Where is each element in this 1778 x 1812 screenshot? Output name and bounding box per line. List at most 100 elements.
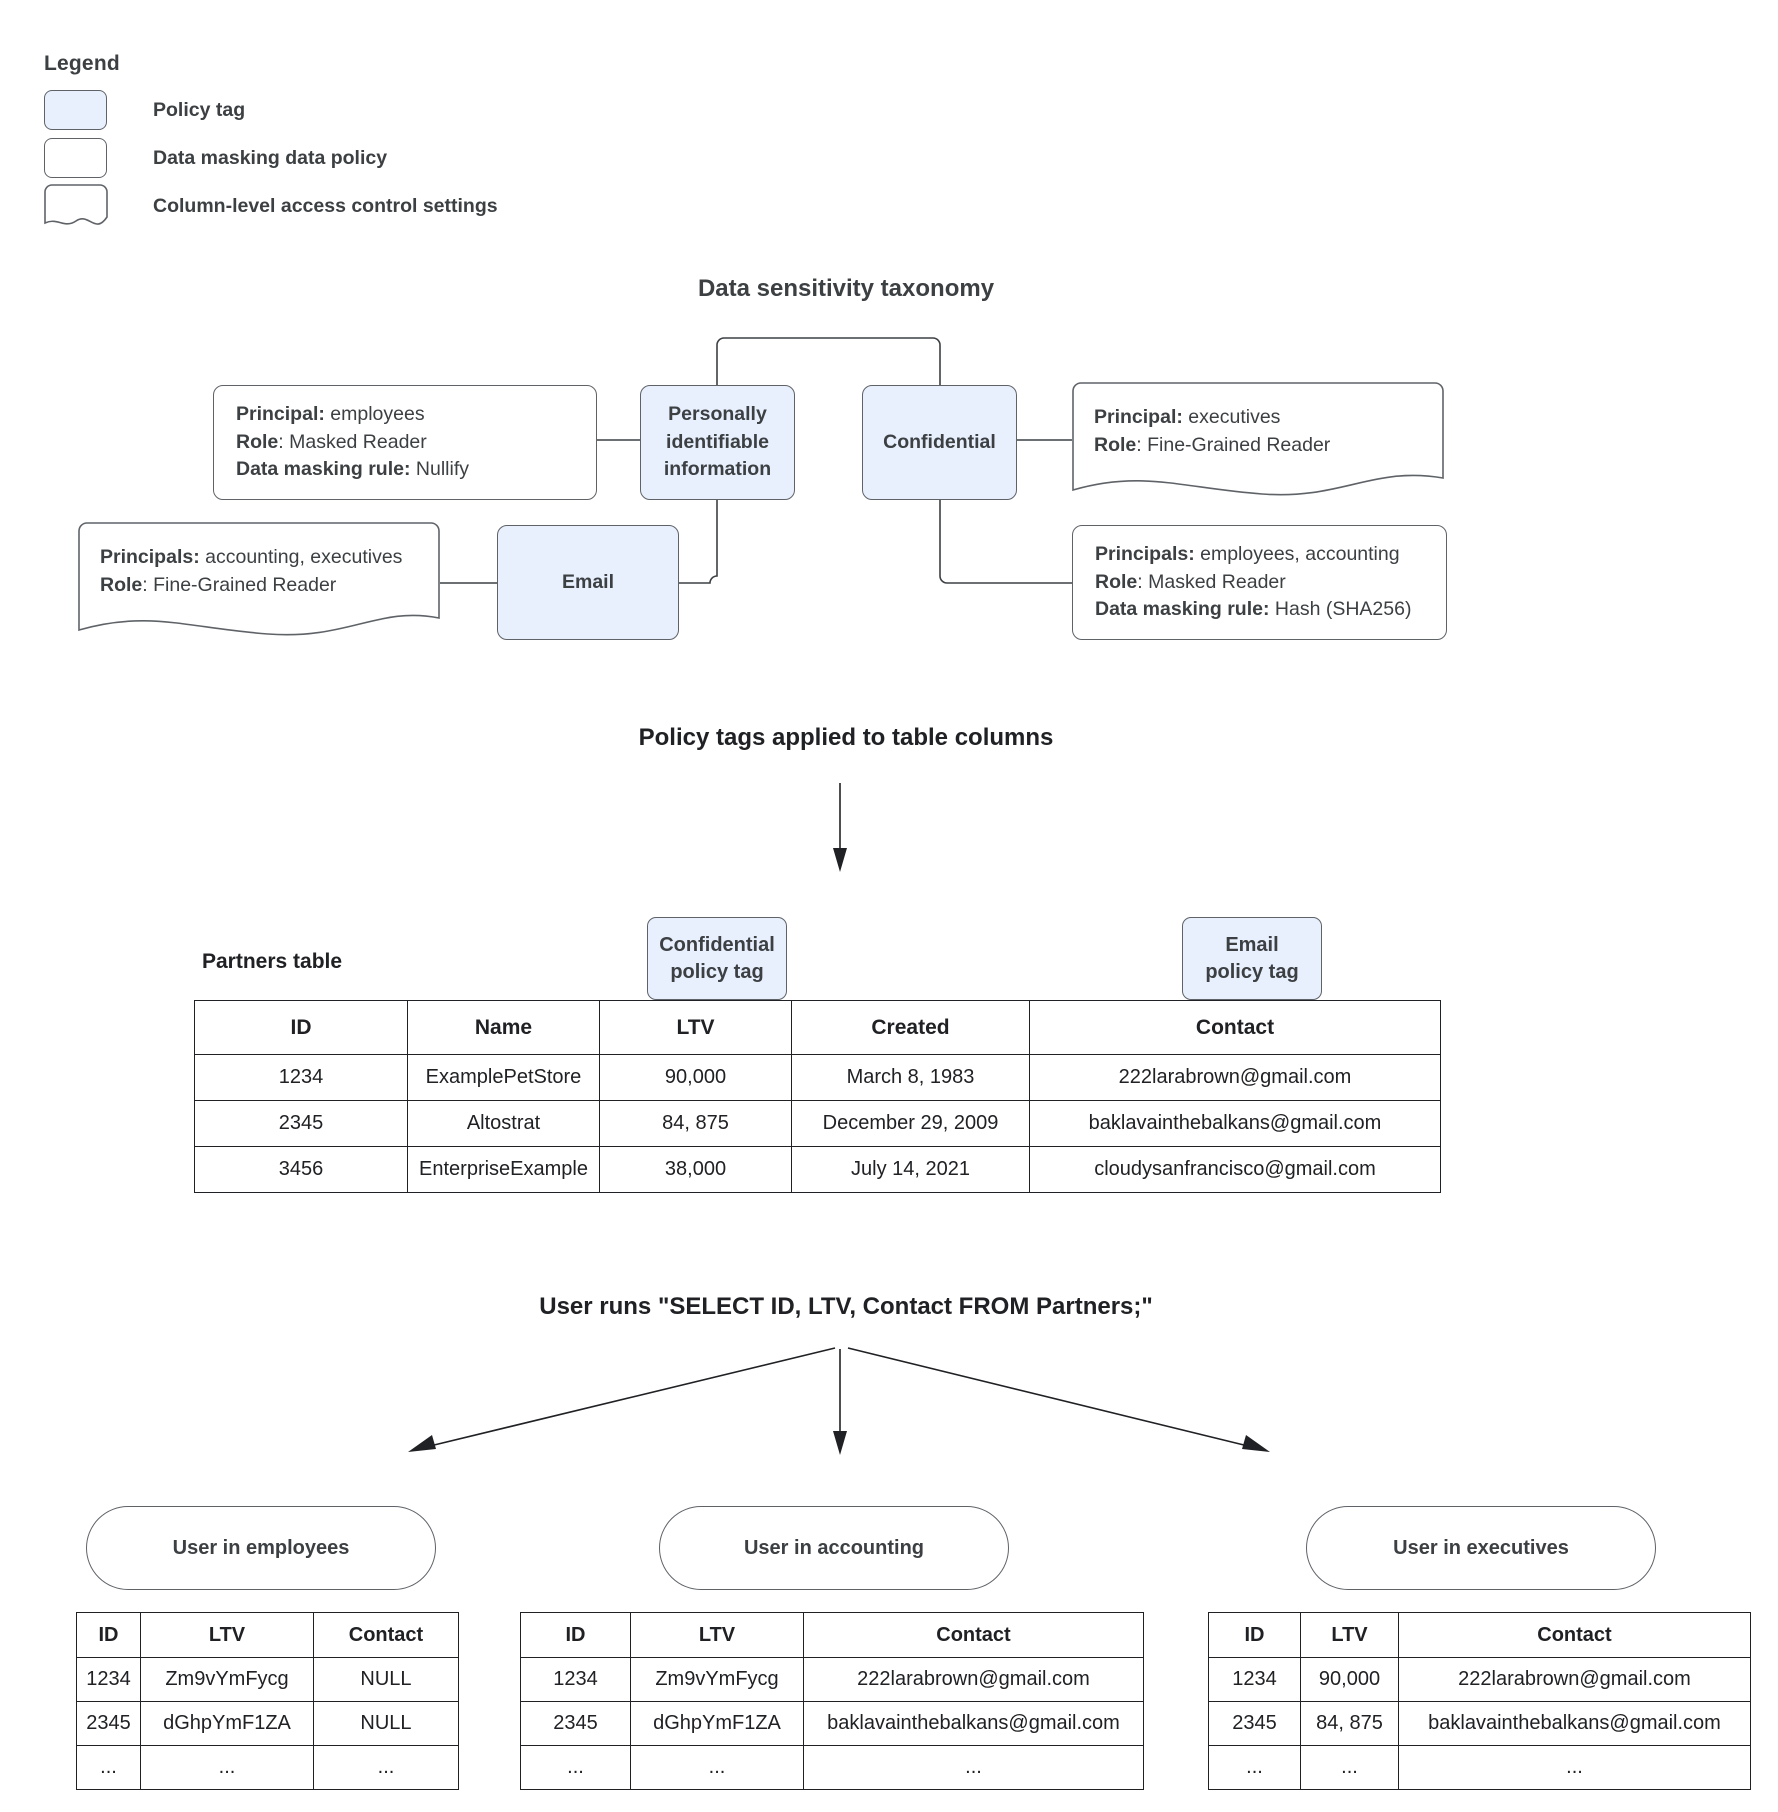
- cell-contact: baklavainthebalkans@gmail.com: [803, 1701, 1144, 1746]
- cell-ltv: Zm9vYmFycg: [630, 1657, 804, 1702]
- cell-id: 2345: [520, 1701, 631, 1746]
- legend: Legend Policy tag Data masking data poli…: [44, 52, 664, 230]
- persona-employees-label: User in employees: [172, 1536, 350, 1559]
- email-access-role-label: Role: [100, 573, 143, 596]
- cell-contact: NULL: [313, 1657, 459, 1702]
- cell-ltv: 84, 875: [599, 1100, 792, 1147]
- cell-id: 1234: [1208, 1657, 1301, 1702]
- taxonomy-title: Data sensitivity taxonomy: [697, 275, 995, 302]
- column-header-contact: Contact: [1398, 1612, 1751, 1658]
- table-header-row: ID LTV Contact: [1208, 1612, 1751, 1658]
- cell-id: 2345: [1208, 1701, 1301, 1746]
- column-policy-tag-email-line1: Email: [1225, 933, 1279, 956]
- cell-id: ...: [76, 1745, 141, 1790]
- pii-role-label: Role: [236, 430, 279, 453]
- cell-created: December 29, 2009: [791, 1100, 1030, 1147]
- cell-id: 2345: [76, 1701, 141, 1746]
- conf-access-role-label: Role: [1094, 433, 1137, 456]
- table-header-row: ID LTV Contact: [76, 1612, 459, 1658]
- cell-id: 1234: [76, 1657, 141, 1702]
- conf-access-principal-value: executives: [1188, 406, 1281, 428]
- partners-table: ID Name LTV Created Contact 1234 Example…: [194, 1000, 1441, 1193]
- email-access-role-value: Fine-Grained Reader: [153, 573, 337, 596]
- conf-principal-label: Principals:: [1095, 542, 1195, 565]
- column-policy-tag-confidential-line1: Confidential: [659, 933, 775, 956]
- policy-tag-pii[interactable]: Personally identifiable information: [640, 385, 795, 500]
- cell-id: ...: [1208, 1745, 1301, 1790]
- conf-role-value: Masked Reader: [1148, 570, 1286, 593]
- table-row: 2345 84, 875 baklavainthebalkans@gmail.c…: [1208, 1701, 1751, 1746]
- table-row: 1234 Zm9vYmFycg NULL: [76, 1657, 459, 1702]
- access-control-email[interactable]: Principals: accounting, executives Role:…: [78, 522, 440, 646]
- table-row: ... ... ...: [520, 1745, 1144, 1790]
- legend-swatch-policy-tag: [44, 90, 107, 130]
- legend-label-column-access-control: Column-level access control settings: [153, 194, 498, 217]
- table-row: 1234 Zm9vYmFycg 222larabrown@gmail.com: [520, 1657, 1144, 1702]
- column-header-contact: Contact: [1029, 1000, 1441, 1055]
- access-control-confidential[interactable]: Principal: executives Role: Fine-Grained…: [1072, 382, 1444, 506]
- legend-item-column-access-control: Column-level access control settings: [44, 182, 664, 230]
- persona-employees: User in employees: [86, 1506, 436, 1590]
- cell-id: 2345: [194, 1100, 408, 1147]
- cell-contact: ...: [1398, 1745, 1751, 1790]
- cell-ltv: 90,000: [1300, 1657, 1399, 1702]
- cell-contact: baklavainthebalkans@gmail.com: [1029, 1100, 1441, 1147]
- column-header-ltv: LTV: [140, 1612, 314, 1658]
- column-header-ltv: LTV: [630, 1612, 804, 1658]
- applied-title: Policy tags applied to table columns: [638, 724, 1054, 751]
- column-policy-tag-confidential-line2: policy tag: [670, 960, 764, 983]
- data-masking-policy-pii[interactable]: Principal: employees Role: Masked Reader…: [213, 385, 597, 500]
- query-title: User runs "SELECT ID, LTV, Contact FROM …: [539, 1293, 1153, 1320]
- policy-tag-confidential[interactable]: Confidential: [862, 385, 1017, 500]
- column-header-created: Created: [791, 1000, 1030, 1055]
- cell-ltv: ...: [630, 1745, 804, 1790]
- cell-ltv: ...: [1300, 1745, 1399, 1790]
- persona-accounting-label: User in accounting: [743, 1536, 925, 1559]
- column-policy-tag-email[interactable]: Email policy tag: [1182, 917, 1322, 1000]
- cell-id: 1234: [194, 1054, 408, 1101]
- policy-tag-pii-label: Personally identifiable information: [663, 402, 772, 481]
- pii-role-value: Masked Reader: [289, 430, 427, 453]
- persona-executives-label: User in executives: [1393, 1536, 1569, 1559]
- persona-executives: User in executives: [1306, 1506, 1656, 1590]
- legend-label-policy-tag: Policy tag: [153, 98, 246, 121]
- cell-ltv: 38,000: [599, 1146, 792, 1193]
- cell-contact: 222larabrown@gmail.com: [803, 1657, 1144, 1702]
- conf-role-label: Role: [1095, 570, 1138, 593]
- table-row: 1234 90,000 222larabrown@gmail.com: [1208, 1657, 1751, 1702]
- email-access-principal-label: Principals:: [100, 546, 200, 568]
- legend-title: Legend: [44, 52, 120, 75]
- column-header-id: ID: [1208, 1612, 1301, 1658]
- cell-id: 3456: [194, 1146, 408, 1193]
- conf-principal-value: employees, accounting: [1200, 542, 1400, 565]
- pii-rule-value: Nullify: [415, 458, 469, 481]
- data-masking-policy-confidential[interactable]: Principals: employees, accounting Role: …: [1072, 525, 1447, 640]
- legend-swatch-column-access-control: [44, 184, 108, 228]
- cell-contact: ...: [313, 1745, 459, 1790]
- cell-ltv: ...: [140, 1745, 314, 1790]
- column-policy-tag-confidential[interactable]: Confidential policy tag: [647, 917, 787, 1000]
- policy-tag-email-label: Email: [561, 570, 615, 593]
- cell-contact: cloudysanfrancisco@gmail.com: [1029, 1146, 1441, 1193]
- pii-principal-value: employees: [330, 402, 425, 425]
- cell-name: Altostrat: [407, 1100, 600, 1147]
- column-header-ltv: LTV: [1300, 1612, 1399, 1658]
- cell-ltv: dGhpYmF1ZA: [630, 1701, 804, 1746]
- cell-contact: baklavainthebalkans@gmail.com: [1398, 1701, 1751, 1746]
- cell-contact: 222larabrown@gmail.com: [1398, 1657, 1751, 1702]
- table-row: ... ... ...: [1208, 1745, 1751, 1790]
- table-row: 2345 Altostrat 84, 875 December 29, 2009…: [194, 1100, 1441, 1147]
- conf-access-role-value: Fine-Grained Reader: [1147, 433, 1331, 456]
- column-header-contact: Contact: [803, 1612, 1144, 1658]
- table-header-row: ID Name LTV Created Contact: [194, 1000, 1441, 1055]
- column-policy-tag-email-line2: policy tag: [1205, 960, 1299, 983]
- table-row: 2345 dGhpYmF1ZA NULL: [76, 1701, 459, 1746]
- column-header-id: ID: [76, 1612, 141, 1658]
- legend-item-policy-tag: Policy tag: [44, 86, 664, 134]
- policy-tag-email[interactable]: Email: [497, 525, 679, 640]
- column-header-name: Name: [407, 1000, 600, 1055]
- table-header-row: ID LTV Contact: [520, 1612, 1144, 1658]
- conf-rule-value: Hash (SHA256): [1274, 598, 1412, 621]
- column-header-id: ID: [194, 1000, 408, 1055]
- email-access-principal-value: accounting, executives: [205, 546, 403, 568]
